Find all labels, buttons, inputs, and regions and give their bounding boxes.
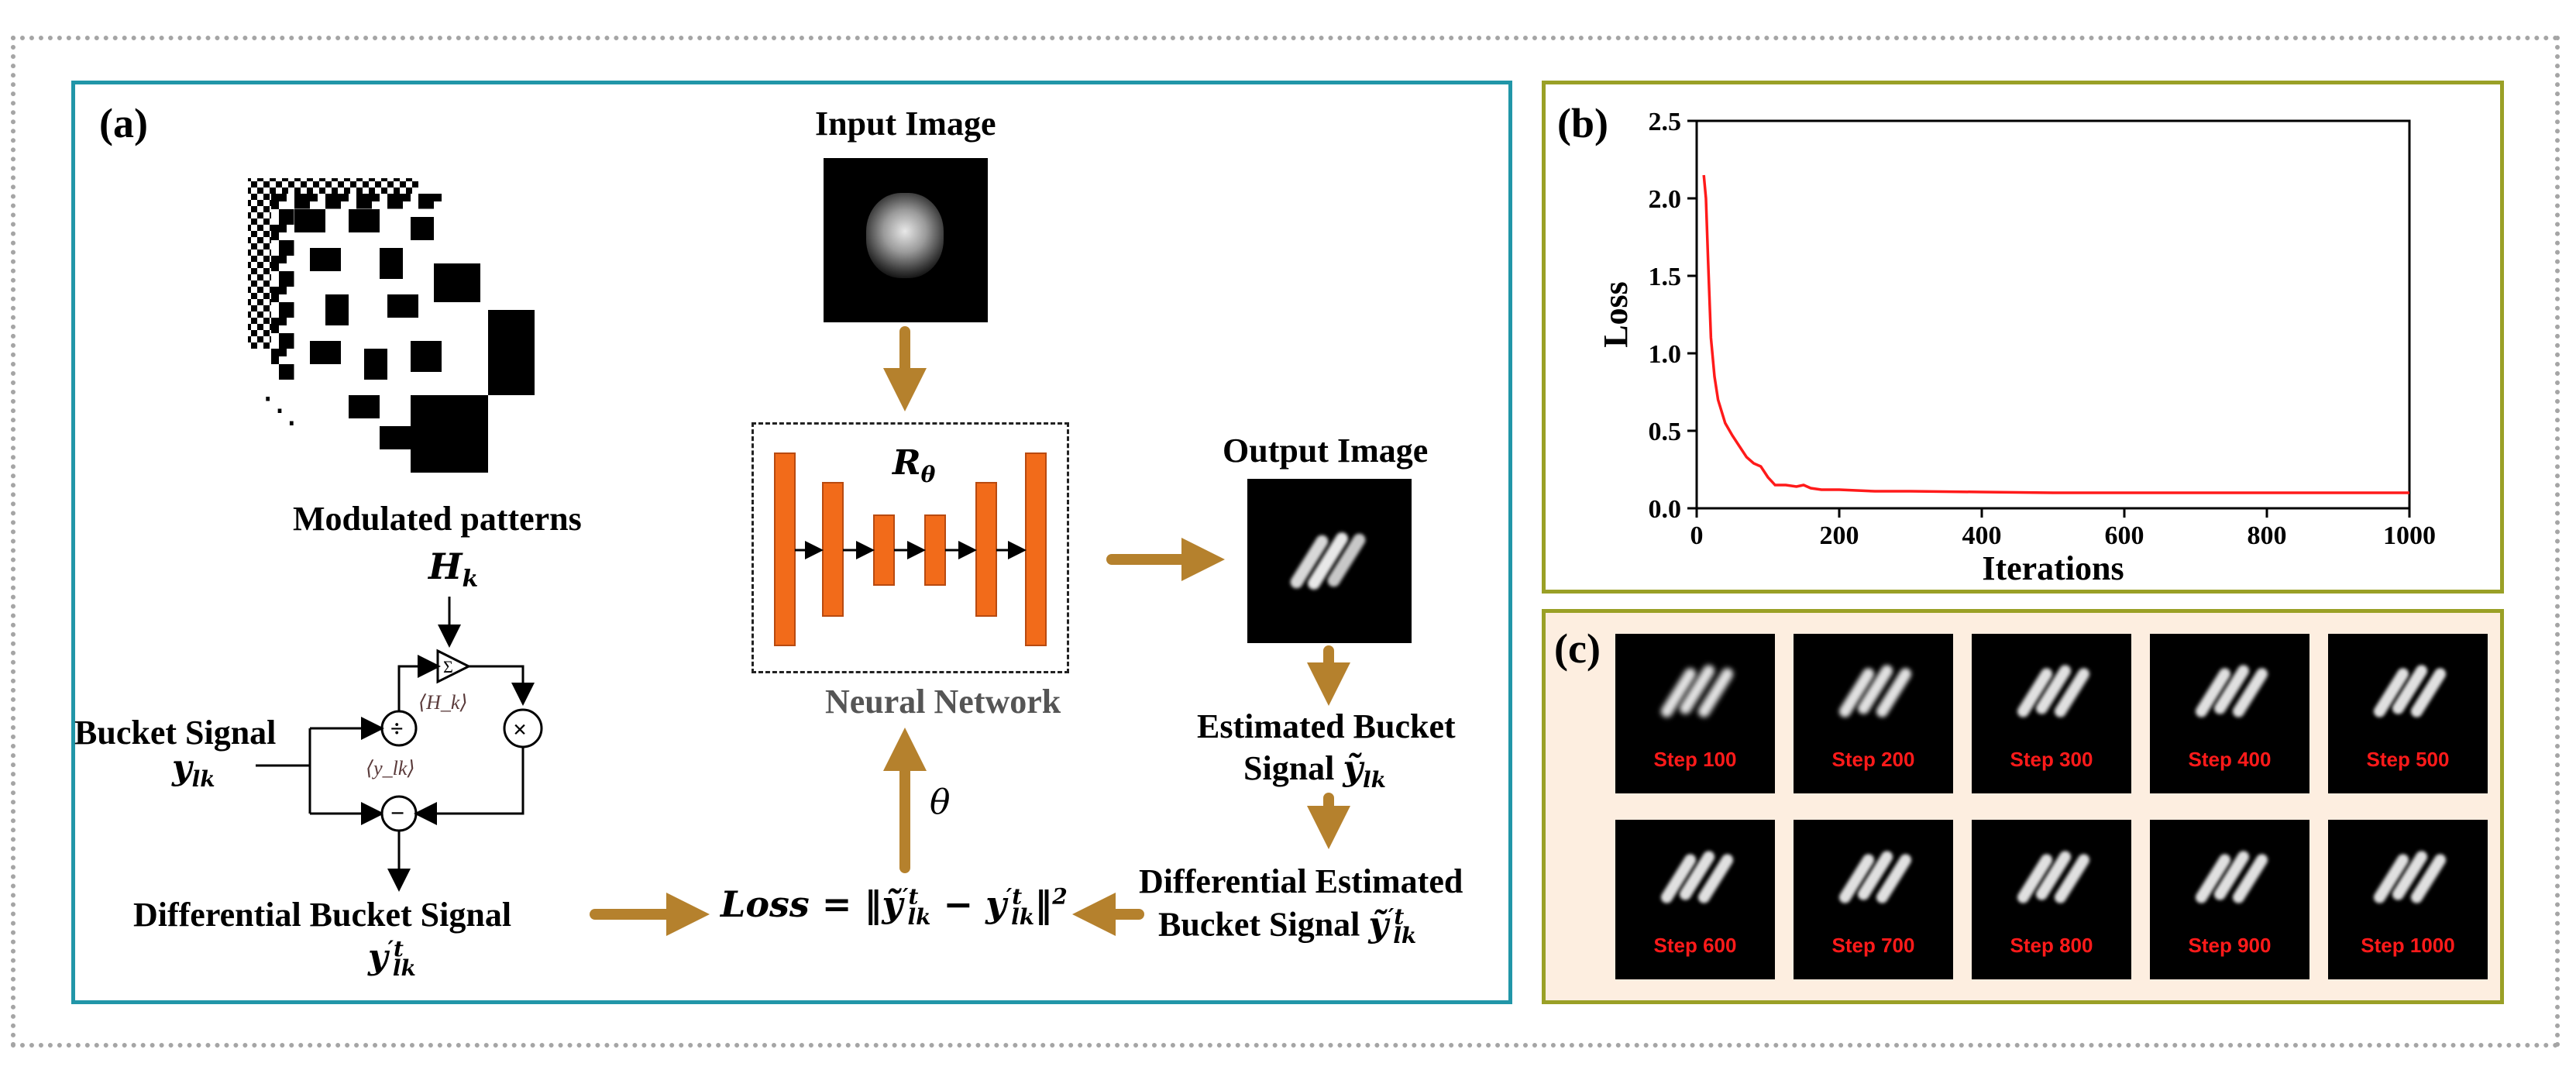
differential-bucket-signal-label: Differential Bucket Signal bbox=[133, 896, 512, 934]
reconstruction-thumbnail: Step 1000 bbox=[2328, 820, 2488, 979]
reconstruction-step-label: Step 200 bbox=[1831, 748, 1915, 771]
modulated-patterns-label: Modulated patterns bbox=[293, 500, 582, 538]
x-axis-label: Iterations bbox=[1982, 549, 2124, 587]
h-k-symbol: Hk bbox=[428, 545, 479, 594]
output-image-label: Output Image bbox=[1223, 432, 1429, 470]
panel-c-tag: (c) bbox=[1554, 625, 1601, 672]
reconstruction-step-label: Step 500 bbox=[2366, 748, 2450, 771]
loss-series-line bbox=[1702, 174, 2409, 494]
bucket-flow-diagram: Σ ÷ × − ⟨H_k⟩ ⟨y_lk⟩ bbox=[256, 597, 543, 892]
x-tick-label: 0 bbox=[1690, 521, 1704, 550]
pattern-layer-top bbox=[294, 209, 535, 473]
panel-a bbox=[71, 81, 1512, 1004]
reconstruction-thumbnail: Step 200 bbox=[1794, 634, 1953, 793]
estimated-bucket-line2: Signal ỹlk bbox=[1243, 748, 1387, 793]
reconstruction-step-label: Step 800 bbox=[2010, 934, 2093, 957]
y-tick-label: 0.0 bbox=[1649, 495, 1682, 524]
estimated-bucket-line1: Estimated Bucket bbox=[1197, 707, 1456, 745]
multiply-symbol: × bbox=[513, 715, 527, 743]
reconstruction-step-label: Step 300 bbox=[2010, 748, 2093, 771]
output-image bbox=[1247, 479, 1412, 643]
reconstruction-thumbnail: Step 500 bbox=[2328, 634, 2488, 793]
panel-b-tag: (b) bbox=[1557, 100, 1608, 146]
divide-symbol: ÷ bbox=[390, 716, 403, 742]
bucket-signal-label: Bucket Signal bbox=[74, 714, 277, 752]
y-lk-symbol: ylk bbox=[172, 748, 215, 792]
x-tick-label: 1000 bbox=[2383, 521, 2436, 550]
reconstruction-thumbnail: Step 600 bbox=[1615, 820, 1775, 979]
reconstruction-thumbnail: Step 300 bbox=[1972, 634, 2131, 793]
x-tick-label: 400 bbox=[1962, 521, 2002, 550]
differential-estimated-line2: Bucket Signal ỹ′tlk bbox=[1158, 903, 1417, 949]
stack-continuation-dots: ⋱ bbox=[262, 391, 297, 430]
loss-formula: Loss = ‖ỹ′tlk − y′tlk‖2 bbox=[721, 883, 1068, 931]
y-mean-label: ⟨y_lk⟩ bbox=[366, 757, 415, 779]
figure-outer-border bbox=[11, 36, 2560, 1048]
modulated-patterns-stack bbox=[248, 178, 535, 473]
reconstruction-step-label: Step 900 bbox=[2188, 934, 2272, 957]
y-axis-label: Loss bbox=[1597, 281, 1635, 348]
plot-frame bbox=[1695, 119, 2411, 510]
loss-chart: 0 200 400 600 800 1000 0.0 0.5 1.0 1.5 2.0 2.5Itera… bbox=[1597, 108, 2436, 587]
reconstruction-thumbnail: Step 400 bbox=[2150, 634, 2309, 793]
input-image bbox=[824, 158, 988, 322]
y-tick-label: 1.0 bbox=[1649, 340, 1682, 369]
x-tick-label: 800 bbox=[2248, 521, 2287, 550]
neural-network-layers bbox=[774, 452, 1047, 646]
reconstruction-step-label: Step 1000 bbox=[2361, 934, 2455, 957]
differential-estimated-line1: Differential Estimated bbox=[1139, 862, 1463, 900]
reconstruction-step-label: Step 400 bbox=[2188, 748, 2272, 771]
y-prime-symbol: y′tlk bbox=[368, 936, 416, 982]
y-tick-label: 0.5 bbox=[1649, 418, 1682, 446]
reconstruction-thumbnail: Step 100 bbox=[1615, 634, 1775, 793]
reconstruction-thumbnail: Step 900 bbox=[2150, 820, 2309, 979]
sum-symbol: Σ bbox=[443, 657, 453, 676]
x-tick-label: 600 bbox=[2105, 521, 2144, 550]
x-tick-label: 200 bbox=[1820, 521, 1859, 550]
reconstruction-step-label: Step 600 bbox=[1653, 934, 1737, 957]
h-mean-label: ⟨H_k⟩ bbox=[418, 691, 468, 714]
theta-symbol: θ bbox=[930, 783, 951, 822]
reconstruction-step-label: Step 100 bbox=[1653, 748, 1737, 771]
reconstruction-step-label: Step 700 bbox=[1831, 934, 1915, 957]
reconstruction-thumbnail: Step 700 bbox=[1794, 820, 1953, 979]
input-image-label: Input Image bbox=[815, 105, 996, 143]
neural-network-label: Neural Network bbox=[825, 683, 1061, 721]
y-tick-label: 1.5 bbox=[1649, 263, 1682, 291]
reconstruction-thumbnail: Step 800 bbox=[1972, 820, 2131, 979]
panel-a-tag: (a) bbox=[99, 100, 148, 146]
y-tick-label: 2.0 bbox=[1649, 185, 1682, 214]
minus-symbol: − bbox=[390, 799, 404, 827]
neural-network-box bbox=[751, 422, 1069, 673]
y-tick-label: 2.5 bbox=[1649, 108, 1682, 136]
r-theta-symbol: Rθ bbox=[892, 443, 936, 487]
